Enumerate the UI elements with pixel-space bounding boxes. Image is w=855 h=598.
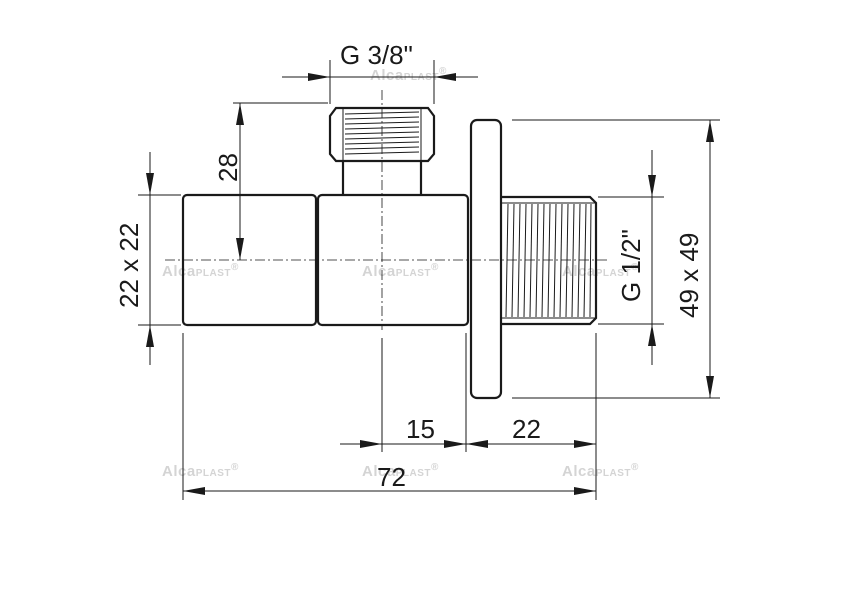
- valve-body: [316, 193, 470, 327]
- handle-block: [181, 193, 318, 327]
- dimension-label-offset-center: 15: [406, 414, 435, 444]
- watermark: AlcaPLAST®: [562, 462, 639, 480]
- dimension-body-square: 22 x 22: [114, 152, 181, 365]
- top-nut: [328, 106, 436, 163]
- dimension-label-total-length: 72: [377, 462, 406, 492]
- dimension-total-length: 72: [183, 462, 596, 495]
- dimension-label-side-thread: G 1/2": [616, 229, 646, 302]
- watermark: AlcaPLAST®: [162, 462, 239, 480]
- watermark: AlcaPLAST®: [362, 262, 439, 280]
- dimension-offset-center: 15: [340, 414, 466, 448]
- svg-text:AlcaPLAST®: AlcaPLAST®: [562, 462, 639, 480]
- svg-text:AlcaPLAST®: AlcaPLAST®: [162, 462, 239, 480]
- svg-text:AlcaPLAST®: AlcaPLAST®: [362, 462, 439, 480]
- dimension-top-thread: G 3/8": [282, 40, 478, 104]
- watermark-group: AlcaPLAST® AlcaPLAST® AlcaPLAST® AlcaPLA…: [162, 66, 639, 480]
- side-thread: [501, 195, 598, 326]
- top-neck: [341, 160, 423, 195]
- dimension-height-top: 28: [213, 102, 328, 260]
- svg-text:AlcaPLAST®: AlcaPLAST®: [362, 262, 439, 280]
- dimension-label-top-thread: G 3/8": [340, 40, 413, 70]
- dimension-thread-length: 22: [466, 414, 596, 448]
- dimension-label-thread-length: 22: [512, 414, 541, 444]
- watermark: AlcaPLAST®: [362, 462, 439, 480]
- flange: [469, 118, 503, 400]
- dimension-label-height-top: 28: [213, 153, 243, 182]
- svg-text:AlcaPLAST®: AlcaPLAST®: [162, 262, 239, 280]
- dimension-side-thread: G 1/2": [598, 150, 664, 365]
- watermark: AlcaPLAST®: [162, 262, 239, 280]
- dimension-label-flange-size: 49 x 49: [674, 233, 704, 318]
- dimension-label-body-square: 22 x 22: [114, 223, 144, 308]
- dimension-flange-size: 49 x 49: [512, 119, 720, 399]
